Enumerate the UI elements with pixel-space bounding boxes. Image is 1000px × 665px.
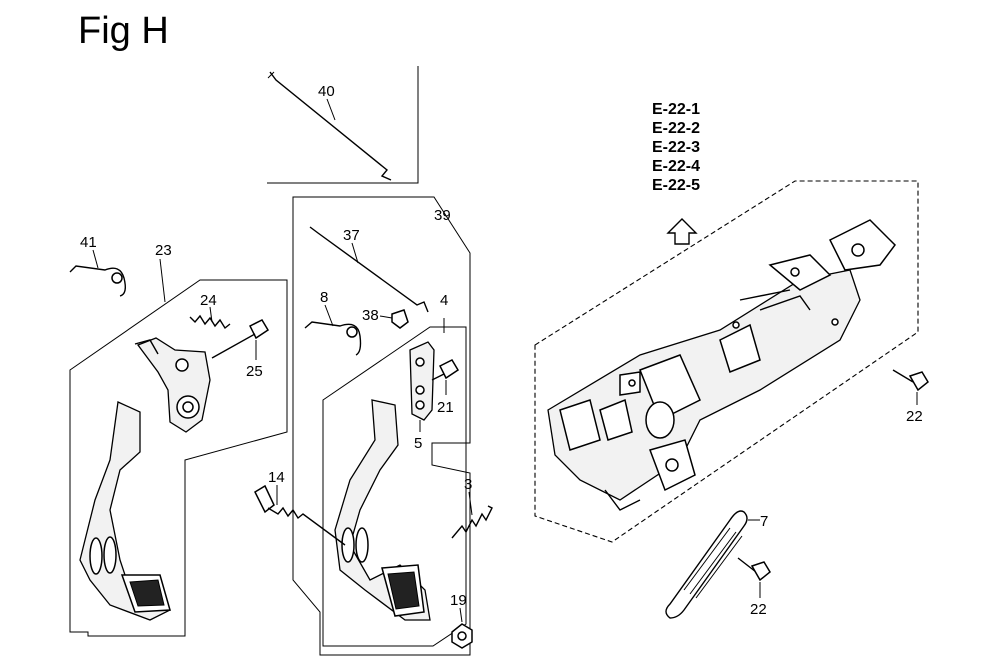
callout-4: 4 — [440, 292, 448, 309]
callout-39: 39 — [434, 207, 451, 224]
frame-rod-40 — [267, 66, 419, 184]
spring-3 — [451, 505, 493, 539]
callout-8: 8 — [320, 289, 328, 306]
bolt-22-upper — [892, 369, 929, 392]
callout-38: 38 — [362, 307, 379, 324]
nut-19 — [451, 623, 473, 649]
callout-3: 3 — [464, 476, 472, 493]
callout-7: 7 — [760, 513, 768, 530]
callout-22-lower: 22 — [750, 601, 767, 618]
callout-41: 41 — [80, 234, 97, 251]
callout-22-upper: 22 — [906, 408, 923, 425]
reference-item[interactable]: E-22-4 — [652, 158, 701, 175]
frame-group-39 — [292, 196, 471, 656]
arrow-up-icon — [666, 218, 698, 245]
callout-5: 5 — [414, 435, 422, 452]
frame-group-4 — [322, 326, 467, 647]
callout-23: 23 — [155, 242, 172, 259]
bolt-21 — [431, 359, 460, 381]
reference-list: E-22-1 E-22-2 E-22-3 E-22-4 E-22-5 — [652, 100, 700, 195]
bolt-25 — [211, 319, 270, 359]
reference-item[interactable]: E-22-1 — [652, 101, 701, 118]
callout-37: 37 — [343, 227, 360, 244]
reference-item[interactable]: E-22-2 — [652, 120, 701, 137]
control-base-assembly — [547, 219, 896, 511]
spring-8 — [304, 321, 362, 356]
frame-group-23 — [69, 279, 288, 637]
callout-19: 19 — [450, 592, 467, 609]
callout-40: 40 — [318, 83, 335, 100]
spring-7 — [665, 510, 748, 619]
bolt-22-lower — [737, 557, 771, 582]
callout-14: 14 — [268, 469, 285, 486]
reference-item[interactable]: E-22-3 — [652, 139, 701, 156]
rod-40 — [269, 71, 392, 181]
figure-title: Fig H — [78, 10, 169, 52]
spring-24 — [189, 314, 231, 330]
spring-41 — [69, 265, 127, 297]
pedal-4 — [334, 399, 431, 621]
reference-item[interactable]: E-22-5 — [652, 177, 701, 194]
rod-37 — [309, 226, 429, 313]
bolt-14 — [254, 484, 346, 546]
frame-control-base — [534, 180, 919, 543]
callout-24: 24 — [200, 292, 217, 309]
callout-21: 21 — [437, 399, 454, 416]
clip-38 — [391, 309, 409, 329]
lever-23 — [136, 337, 211, 433]
callout-25: 25 — [246, 363, 263, 380]
